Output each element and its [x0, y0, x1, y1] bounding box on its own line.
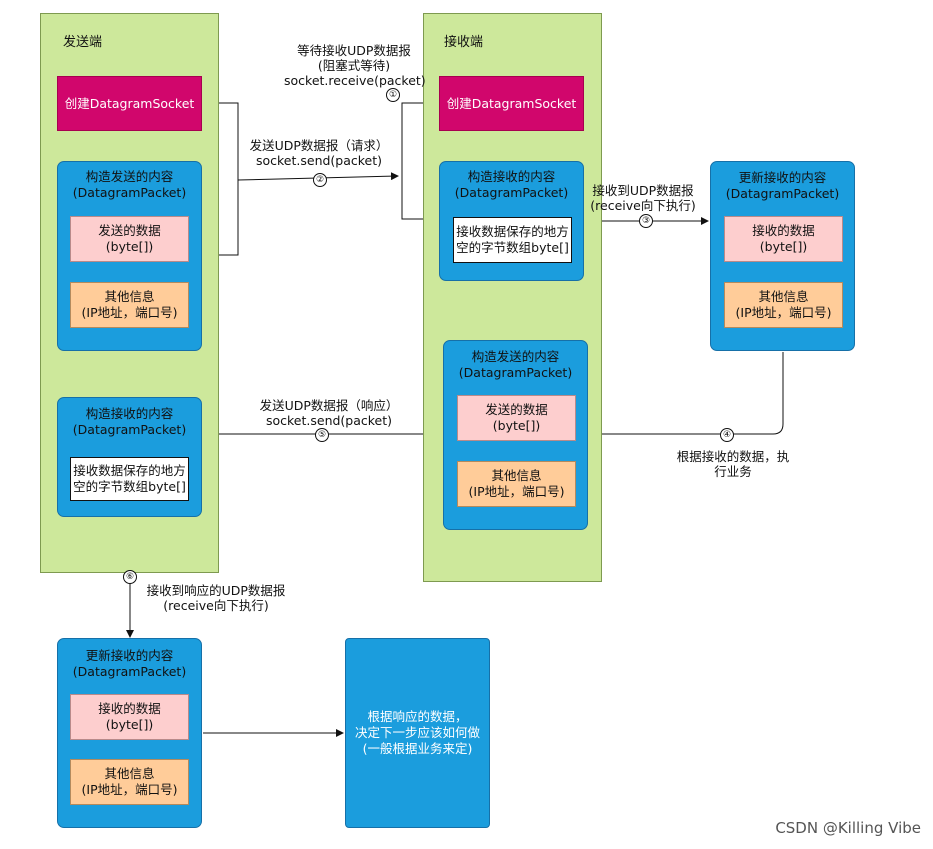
step2-number: ② — [313, 173, 327, 187]
receiver-updated-other-label: 其他信息 (IP地址，端口号) — [735, 289, 832, 320]
step3-number: ③ — [639, 214, 653, 228]
sender-recv-packet: 构造接收的内容 (DatagramPacket) 接收数据保存的地方 空的字节数… — [57, 397, 202, 517]
sender-lane-title: 发送端 — [63, 35, 103, 50]
watermark: CSDN @Killing Vibe — [775, 819, 921, 837]
arrow-business — [589, 352, 784, 438]
step6-number: ⑥ — [123, 570, 137, 584]
step2-label: 发送UDP数据报（请求） socket.send(packet) — [249, 138, 389, 168]
sender-recv-buffer-label: 接收数据保存的地方 空的字节数组byte[] — [73, 463, 186, 494]
decision-box-label: 根据响应的数据， 决定下一步应该如何做 (一般根据业务来定) — [354, 709, 480, 756]
sender-updated-data: 接收的数据 (byte[]) — [70, 694, 189, 740]
receiver-updated-title: 更新接收的内容 (DatagramPacket) — [725, 170, 840, 201]
receiver-recv-packet: 构造接收的内容 (DatagramPacket) 接收数据保存的地方 空的字节数… — [439, 161, 584, 281]
step4-label: 根据接收的数据，执 行业务 — [676, 449, 790, 479]
step4-number: ④ — [720, 428, 734, 442]
sender-send-data: 发送的数据 (byte[]) — [70, 216, 189, 262]
receiver-updated-data-label: 接收的数据 (byte[]) — [752, 223, 815, 254]
receiver-updated-packet: 更新接收的内容 (DatagramPacket) 接收的数据 (byte[]) … — [710, 161, 855, 351]
receiver-send-data: 发送的数据 (byte[]) — [457, 395, 576, 441]
step1-number: ① — [386, 88, 400, 102]
receiver-recv-buffer-label: 接收数据保存的地方 空的字节数组byte[] — [456, 224, 569, 255]
decision-box: 根据响应的数据， 决定下一步应该如何做 (一般根据业务来定) — [345, 638, 490, 828]
sender-updated-other-label: 其他信息 (IP地址，端口号) — [81, 766, 178, 797]
sender-updated-other: 其他信息 (IP地址，端口号) — [70, 759, 189, 805]
sender-send-packet-title: 构造发送的内容 (DatagramPacket) — [72, 169, 187, 200]
receiver-lane-title: 接收端 — [444, 35, 484, 50]
sender-updated-packet: 更新接收的内容 (DatagramPacket) 接收的数据 (byte[]) … — [57, 638, 202, 828]
receiver-send-packet: 构造发送的内容 (DatagramPacket) 发送的数据 (byte[]) … — [443, 340, 588, 530]
sender-updated-title: 更新接收的内容 (DatagramPacket) — [72, 648, 187, 679]
connector-request — [202, 102, 239, 256]
receiver-updated-other: 其他信息 (IP地址，端口号) — [724, 282, 843, 328]
sender-send-other-label: 其他信息 (IP地址，端口号) — [81, 289, 178, 320]
receiver-send-packet-title: 构造发送的内容 (DatagramPacket) — [458, 349, 573, 380]
step5-label: 发送UDP数据报（响应） socket.send(packet) — [259, 398, 399, 428]
receiver-send-data-label: 发送的数据 (byte[]) — [485, 402, 548, 433]
receiver-create-socket-label: 创建DatagramSocket — [446, 95, 577, 111]
receiver-send-other-label: 其他信息 (IP地址，端口号) — [468, 468, 565, 499]
step6-label: 接收到响应的UDP数据报 (receive向下执行) — [146, 583, 286, 613]
sender-create-socket-label: 创建DatagramSocket — [64, 95, 195, 111]
sender-send-packet: 构造发送的内容 (DatagramPacket) 发送的数据 (byte[]) … — [57, 161, 202, 351]
receiver-recv-buffer: 接收数据保存的地方 空的字节数组byte[] — [453, 217, 572, 263]
step3-label: 接收到UDP数据报 (receive向下执行) — [590, 183, 696, 213]
receiver-create-socket: 创建DatagramSocket — [439, 76, 584, 131]
sender-updated-data-label: 接收的数据 (byte[]) — [98, 701, 161, 732]
step5-number: ⑤ — [315, 428, 329, 442]
receiver-updated-data: 接收的数据 (byte[]) — [724, 216, 843, 262]
sender-recv-packet-title: 构造接收的内容 (DatagramPacket) — [72, 406, 187, 437]
sender-recv-buffer: 接收数据保存的地方 空的字节数组byte[] — [70, 457, 189, 501]
sender-create-socket: 创建DatagramSocket — [57, 76, 202, 131]
receiver-recv-packet-title: 构造接收的内容 (DatagramPacket) — [454, 169, 569, 200]
sender-send-other: 其他信息 (IP地址，端口号) — [70, 282, 189, 328]
receiver-send-other: 其他信息 (IP地址，端口号) — [457, 461, 576, 507]
step1-label: 等待接收UDP数据报 (阻塞式等待) socket.receive(packet… — [284, 43, 426, 88]
sender-send-data-label: 发送的数据 (byte[]) — [98, 223, 161, 254]
